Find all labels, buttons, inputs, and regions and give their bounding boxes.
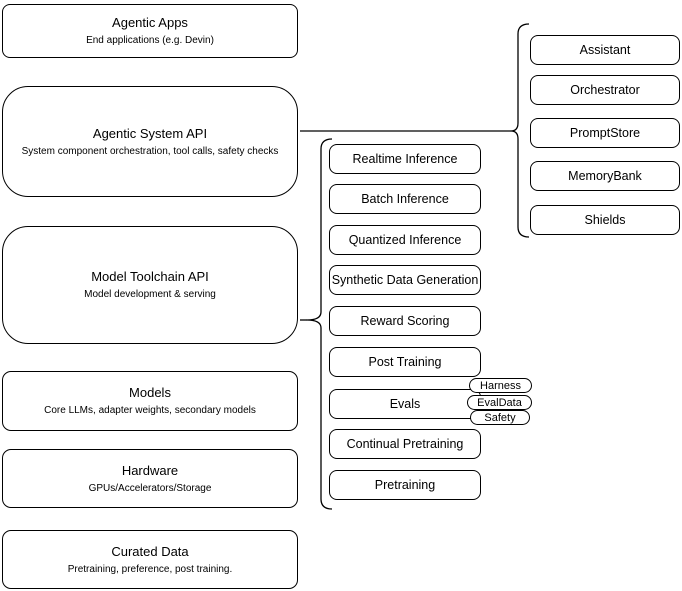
box-models: Models Core LLMs, adapter weights, secon…	[2, 371, 298, 431]
toolchain-item-quantized-inference: Quantized Inference	[329, 225, 481, 255]
node-subtitle: Model development & serving	[84, 289, 216, 300]
node-title: Agentic Apps	[112, 15, 188, 30]
box-agentic-system-api: Agentic System API System component orch…	[2, 86, 298, 197]
node-title: Hardware	[121, 462, 179, 478]
eval-tag-harness: Harness	[469, 378, 532, 393]
component-orchestrator: Orchestrator	[530, 75, 680, 105]
box-model-toolchain-api: Model Toolchain API Model development & …	[2, 226, 298, 344]
node-subtitle: End applications (e.g. Devin)	[86, 35, 214, 46]
node-subtitle: System component orchestration, tool cal…	[21, 145, 279, 157]
node-subtitle: Core LLMs, adapter weights, secondary mo…	[44, 405, 256, 416]
node-title: Agentic System API	[92, 125, 208, 141]
toolchain-brace	[306, 138, 333, 510]
component-shields: Shields	[530, 205, 680, 235]
toolchain-item-synthetic-data-generation: Synthetic Data Generation	[329, 265, 481, 295]
eval-tag-evaldata: EvalData	[467, 395, 532, 410]
component-assistant: Assistant	[530, 35, 680, 65]
node-title: Model Toolchain API	[91, 269, 209, 284]
node-subtitle: GPUs/Accelerators/Storage	[88, 482, 212, 494]
system-components-brace	[510, 23, 530, 238]
toolchain-item-evals: Evals	[329, 389, 481, 419]
toolchain-item-reward-scoring: Reward Scoring	[329, 306, 481, 336]
component-memorybank: MemoryBank	[530, 161, 680, 191]
node-subtitle: Pretraining, preference, post training.	[67, 563, 233, 575]
node-title: Models	[129, 385, 171, 400]
toolchain-item-pretraining: Pretraining	[329, 470, 481, 500]
toolchain-item-post-training: Post Training	[329, 347, 481, 377]
node-title: Curated Data	[111, 543, 189, 559]
box-agentic-apps: Agentic Apps End applications (e.g. Devi…	[2, 4, 298, 58]
toolchain-item-realtime-inference: Realtime Inference	[329, 144, 481, 174]
box-hardware: Hardware GPUs/Accelerators/Storage	[2, 449, 298, 508]
toolchain-item-batch-inference: Batch Inference	[329, 184, 481, 214]
box-curated-data: Curated Data Pretraining, preference, po…	[2, 530, 298, 589]
toolchain-item-continual-pretraining: Continual Pretraining	[329, 429, 481, 459]
component-promptstore: PromptStore	[530, 118, 680, 148]
eval-tag-safety: Safety	[470, 410, 530, 425]
